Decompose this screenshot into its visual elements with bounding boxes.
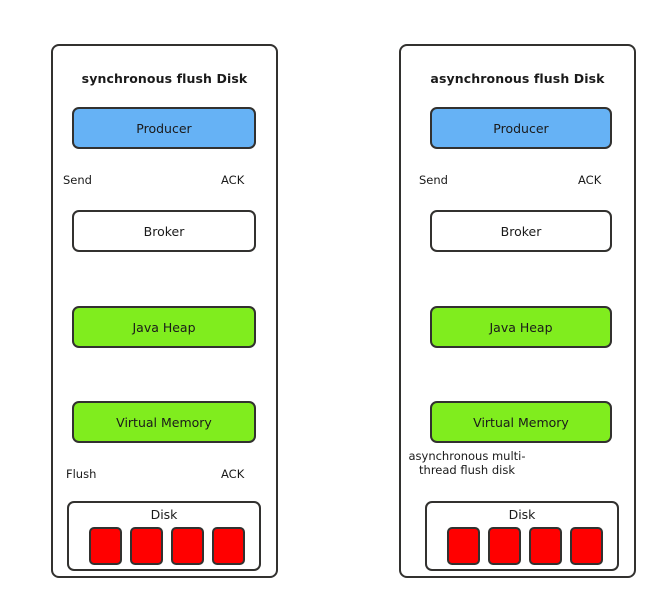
edge-label-ack-bottom-sync: ACK [221, 467, 245, 481]
node-virtual-memory-async[interactable]: Virtual Memory [430, 401, 612, 443]
disk-cell [130, 527, 163, 565]
node-label: Broker [143, 223, 185, 239]
disk-cell [89, 527, 122, 565]
node-virtual-memory-sync[interactable]: Virtual Memory [72, 401, 256, 443]
node-label: Producer [493, 120, 549, 136]
disk-cell [447, 527, 480, 565]
edge-label-send-sync: Send [63, 173, 92, 187]
node-broker-async[interactable]: Broker [430, 210, 612, 252]
disk-cell [529, 527, 562, 565]
node-label: Java Heap [489, 319, 553, 335]
node-java-heap-async[interactable]: Java Heap [430, 306, 612, 348]
disk-cell [212, 527, 245, 565]
disk-cell [570, 527, 603, 565]
edge-label-send-async: Send [419, 173, 448, 187]
node-disk-sync[interactable]: Disk [67, 501, 261, 571]
node-label: Java Heap [132, 319, 196, 335]
node-disk-async[interactable]: Disk [425, 501, 619, 571]
node-label: Producer [136, 120, 192, 136]
disk-cell [488, 527, 521, 565]
panel-synchronous-title: synchronous flush Disk [81, 71, 248, 86]
panel-asynchronous-title: asynchronous flush Disk [430, 71, 605, 86]
node-producer-async[interactable]: Producer [430, 107, 612, 149]
node-label: Virtual Memory [116, 414, 212, 430]
disk-cell [171, 527, 204, 565]
disk-label: Disk [508, 507, 536, 522]
node-producer-sync[interactable]: Producer [72, 107, 256, 149]
edge-label-ack-top-sync: ACK [221, 173, 245, 187]
edge-label-ack-top-async: ACK [578, 173, 602, 187]
node-label: Broker [500, 223, 542, 239]
edge-label-async-flush: asynchronous multi-thread flush disk [408, 449, 526, 477]
disk-label: Disk [150, 507, 178, 522]
node-java-heap-sync[interactable]: Java Heap [72, 306, 256, 348]
node-label: Virtual Memory [473, 414, 569, 430]
edge-label-flush-sync: Flush [66, 467, 97, 481]
node-broker-sync[interactable]: Broker [72, 210, 256, 252]
